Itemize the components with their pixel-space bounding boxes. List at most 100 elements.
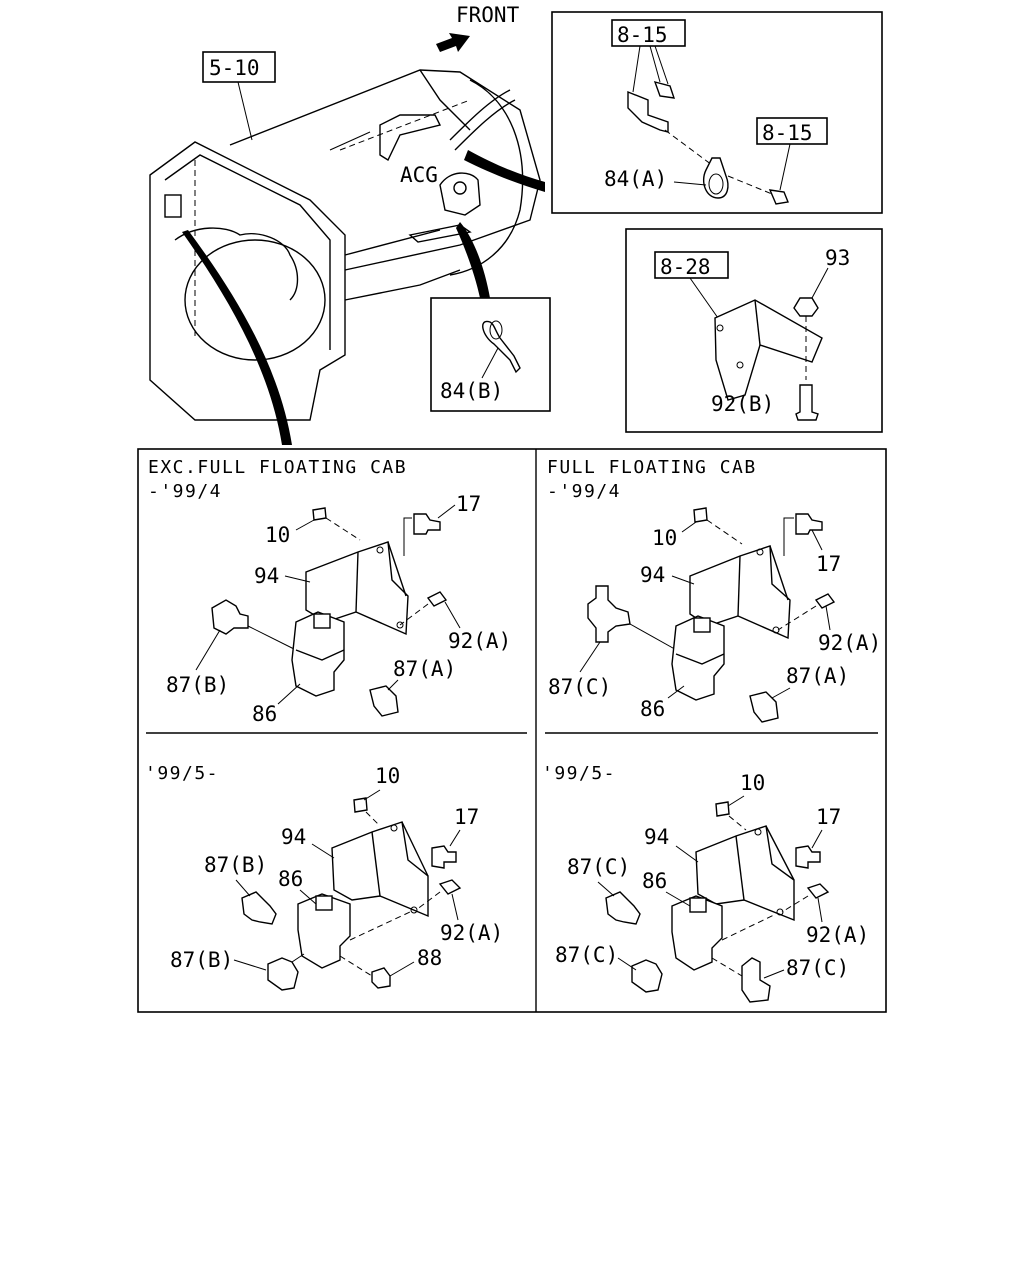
lb-label-94: 94 <box>281 825 306 849</box>
elbow-fitting-87c-icon <box>741 957 771 1003</box>
lt-label-17: 17 <box>456 492 481 516</box>
nut-10-icon <box>353 797 368 813</box>
rb-label-86: 86 <box>642 869 667 893</box>
fitting-87b-icon <box>241 891 277 925</box>
panel-lt-title: EXC.FULL FLOATING CAB <box>148 457 407 478</box>
valve-86-icon <box>291 611 345 697</box>
bracket-94-icon <box>331 821 429 918</box>
lt-label-10: 10 <box>265 523 290 547</box>
rb-label-87c-right: 87(C) <box>786 956 849 980</box>
bolt-icon <box>768 189 789 205</box>
lb-label-86: 86 <box>278 867 303 891</box>
label-84a: 84(A) <box>604 167 667 191</box>
lb-label-87b-top: 87(B) <box>204 853 267 877</box>
fitting-87a-icon <box>749 691 779 723</box>
panel-lb-subtitle: '99/5- <box>145 763 219 784</box>
panel-left-bottom: '99/5- 10 17 94 92(A) 87(B) 86 87(B) 88 <box>145 763 503 991</box>
lt-label-92a: 92(A) <box>448 629 511 653</box>
front-label: FRONT <box>456 3 520 27</box>
lt-label-87a: 87(A) <box>393 657 456 681</box>
nut-10-icon <box>715 801 730 817</box>
engine-overview: FRONT 5-10 ACG <box>149 3 545 445</box>
nut-93-icon <box>793 297 819 317</box>
detail-band-frame <box>430 297 551 412</box>
label-92b: 92(B) <box>711 392 774 416</box>
rt-label-87c: 87(C) <box>548 675 611 699</box>
lt-label-86: 86 <box>252 702 277 726</box>
clamp-84a-icon <box>702 157 729 199</box>
label-93: 93 <box>825 246 850 270</box>
rt-label-87a: 87(A) <box>786 664 849 688</box>
bolt-92a-icon <box>814 593 836 609</box>
bolt-17-icon <box>431 845 457 869</box>
rb-label-94: 94 <box>644 825 669 849</box>
ref-box-8-15-right <box>756 117 828 145</box>
rb-label-10: 10 <box>740 771 765 795</box>
valve-86-icon <box>671 895 723 971</box>
ref-8-15-right: 8-15 <box>762 121 813 145</box>
ref-8-28: 8-28 <box>660 255 711 279</box>
rt-label-94: 94 <box>640 563 665 587</box>
band-84b-icon <box>482 320 521 374</box>
main-grid-frame <box>137 448 887 1013</box>
bolt-92b-icon <box>795 384 819 421</box>
fitting-87b-icon <box>211 599 249 635</box>
rt-label-92a: 92(A) <box>818 631 881 655</box>
bolt-17-icon <box>795 845 821 869</box>
detail-bracket: 8-28 93 92(B) <box>625 228 883 433</box>
panel-right-top: FULL FLOATING CAB -'99/4 10 17 94 92(A) … <box>547 457 881 723</box>
acg-label: ACG <box>400 163 438 187</box>
nut-10-icon <box>312 507 327 521</box>
tee-fitting-87c-icon <box>587 585 631 643</box>
lt-label-94: 94 <box>254 564 279 588</box>
panel-lt-subtitle: -'99/4 <box>148 481 222 502</box>
rb-label-87c-bottom: 87(C) <box>555 943 618 967</box>
panel-rt-title: FULL FLOATING CAB <box>547 457 757 478</box>
detail-clamp-frame <box>551 11 883 214</box>
front-arrow-icon <box>436 33 470 52</box>
ref-5-10: 5-10 <box>209 56 260 80</box>
ref-box-8-15-top <box>611 19 686 47</box>
rb-label-92a: 92(A) <box>806 923 869 947</box>
valve-86-icon <box>671 615 725 701</box>
bolt-17-icon <box>413 513 441 535</box>
lb-label-88: 88 <box>417 946 442 970</box>
bolt-92a-icon <box>438 879 462 895</box>
panel-rb-subtitle: '99/5- <box>542 763 616 784</box>
rt-label-86: 86 <box>640 697 665 721</box>
fitting-87c-icon <box>605 891 641 925</box>
valve-86-icon <box>297 893 351 969</box>
nut-10-icon <box>693 507 708 523</box>
valve-on-engine-icon <box>164 194 182 218</box>
plug-88-icon <box>371 967 391 989</box>
lb-label-10: 10 <box>375 764 400 788</box>
bracket-94-icon <box>695 825 795 922</box>
rt-label-10: 10 <box>652 526 677 550</box>
fitting-87b-lower-icon <box>267 957 299 991</box>
main-grid <box>137 448 887 1013</box>
lt-label-87b: 87(B) <box>166 673 229 697</box>
lb-label-92a: 92(A) <box>440 921 503 945</box>
bolt-92a-icon <box>426 591 448 607</box>
panel-rt-subtitle: -'99/4 <box>547 481 621 502</box>
ref-box-5-10 <box>202 51 276 83</box>
label-84b: 84(B) <box>440 379 503 403</box>
panel-left-top: EXC.FULL FLOATING CAB -'99/4 10 17 94 92… <box>148 457 511 726</box>
detail-band: 84(B) <box>430 297 551 412</box>
detail-bracket-frame <box>625 228 883 433</box>
detail-clamp: 8-15 8-15 84(A) <box>551 11 883 214</box>
lb-label-87b-bottom: 87(B) <box>170 948 233 972</box>
panel-right-bottom: '99/5- 10 17 94 92(A) 87(C) 86 87(C) 87(… <box>542 763 869 1003</box>
lb-label-17: 17 <box>454 805 479 829</box>
fitting-87c-lower-icon <box>631 959 663 993</box>
bolt-92a-icon <box>806 883 830 899</box>
ref-box-8-28 <box>654 251 729 279</box>
fitting-87a-icon <box>369 685 399 717</box>
bolt-17-icon <box>795 513 823 535</box>
rb-label-87c-top: 87(C) <box>567 855 630 879</box>
ref-8-15-top: 8-15 <box>617 23 668 47</box>
rt-label-17: 17 <box>816 552 841 576</box>
rb-label-17: 17 <box>816 805 841 829</box>
